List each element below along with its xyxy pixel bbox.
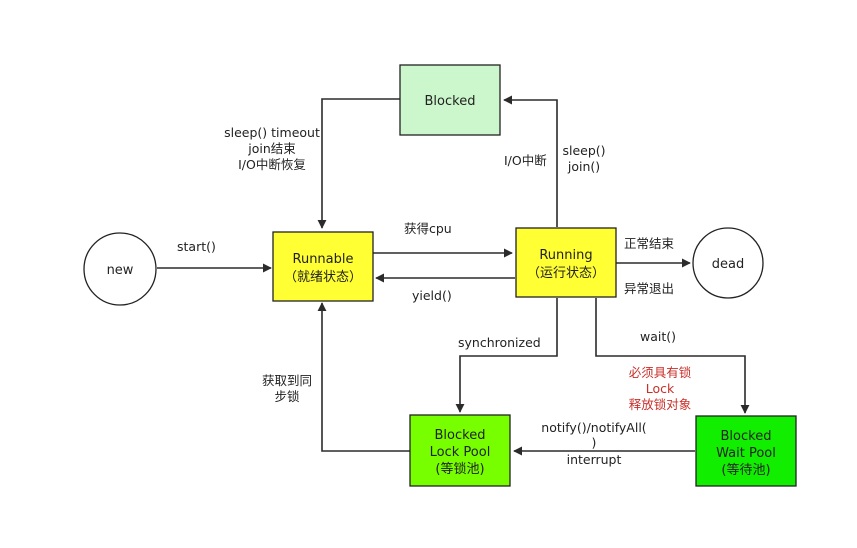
edge-to-blocked (503, 95, 558, 227)
label-abnormal-exit: 异常退出 (624, 281, 674, 296)
label-wait-note-3: 释放锁对象 (629, 397, 692, 412)
node-running-line1: Running (539, 248, 592, 263)
edge-acquire-lock (317, 302, 410, 452)
node-new: new (83, 232, 157, 306)
node-wait-pool-line1: Blocked (721, 429, 772, 444)
node-dead-label: dead (712, 257, 744, 272)
label-start: start() (177, 239, 216, 254)
label-blocked-return-2: join结束 (247, 141, 296, 156)
label-get-cpu: 获得cpu (404, 221, 452, 236)
label-join: join() (567, 159, 600, 174)
node-running-line2: （运行状态） (527, 266, 605, 281)
node-runnable-line1: Runnable (293, 252, 354, 267)
label-acquire-lock-1: 获取到同 (262, 373, 312, 388)
edge-wait (595, 298, 750, 414)
node-new-label: new (107, 263, 134, 278)
label-blocked-return-1: sleep() timeout (224, 125, 320, 140)
node-lock-pool-line2: Lock Pool (430, 445, 491, 460)
node-wait-pool: Blocked Wait Pool (等待池) (695, 415, 797, 487)
node-runnable-line2: （就绪状态） (284, 270, 362, 285)
label-io-interrupt: I/O中断 (504, 153, 547, 168)
node-dead: dead (692, 227, 764, 299)
label-normal-end: 正常结束 (624, 236, 675, 251)
label-synchronized: synchronized (458, 335, 541, 350)
node-running: Running （运行状态） (515, 227, 617, 298)
label-notify-2: ) (592, 435, 597, 450)
label-yield: yield() (412, 288, 452, 303)
label-wait: wait() (640, 329, 676, 344)
label-wait-note-1: 必须具有锁 (629, 365, 692, 380)
label-notify-1: notify()/notifyAll( (541, 420, 646, 435)
node-lock-pool: Blocked Lock Pool (等锁池) (409, 414, 511, 487)
edge-blocked-to-runnable (317, 98, 400, 229)
label-notify-3: interrupt (567, 452, 622, 467)
node-wait-pool-line2: Wait Pool (716, 446, 776, 461)
node-lock-pool-line3: (等锁池) (435, 461, 484, 477)
edge-synchronized (455, 298, 558, 413)
node-runnable: Runnable （就绪状态） (272, 231, 374, 302)
label-acquire-lock-2: 步锁 (274, 389, 300, 404)
node-blocked: Blocked (399, 64, 501, 136)
label-wait-note-2: Lock (646, 381, 675, 396)
label-blocked-return-3: I/O中断恢复 (238, 157, 306, 172)
node-wait-pool-line3: (等待池) (721, 462, 770, 478)
node-blocked-label: Blocked (425, 94, 476, 109)
node-lock-pool-line1: Blocked (435, 428, 486, 443)
label-sleep: sleep() (562, 143, 605, 158)
